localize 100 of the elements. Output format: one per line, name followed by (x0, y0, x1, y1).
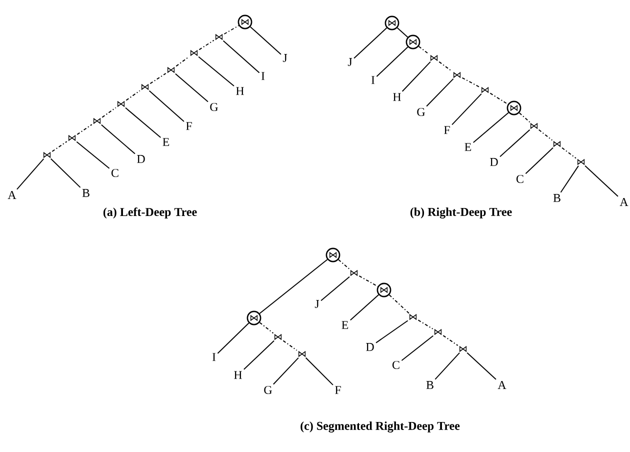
circled-join-node: ⋈ (506, 100, 522, 116)
relation-label: D (490, 158, 498, 166)
join-symbol: ⋈ (167, 66, 175, 74)
tree-edge (243, 340, 274, 370)
tree-edge (102, 107, 116, 118)
tree-edge (525, 147, 554, 174)
tree-edge (338, 259, 350, 270)
tree-edge (217, 322, 250, 354)
relation-label: A (498, 381, 506, 389)
tree-edge (250, 26, 282, 55)
relation-label: A (8, 191, 16, 199)
tree-edge (434, 352, 460, 380)
relation-label: B (553, 194, 560, 202)
tree-edge (500, 129, 530, 158)
tree-edge (466, 352, 496, 380)
tree-edge (198, 40, 214, 50)
join-symbol: ⋈ (553, 140, 561, 148)
join-symbol: ⋈ (68, 134, 76, 142)
join-symbol: ⋈ (453, 72, 461, 78)
relation-label: G (417, 108, 425, 116)
relation-label: C (392, 360, 400, 370)
relation-label: E (162, 138, 170, 146)
join-symbol: ⋈ (430, 54, 438, 62)
join-symbol: ⋈ (577, 158, 585, 166)
tree-edge (126, 90, 140, 101)
join-symbol: ⋈ (298, 350, 306, 358)
relation-label: D (137, 155, 145, 163)
circled-join-node: ⋈ (246, 310, 262, 326)
circled-join-node: ⋈ (384, 16, 400, 30)
tree-edge (150, 72, 166, 84)
tree-edge (426, 78, 454, 107)
join-symbol: ⋈ (190, 50, 198, 56)
relation-label: H (393, 93, 401, 101)
tree-edge (354, 27, 388, 59)
circled-join-node: ⋈ (376, 282, 392, 298)
tree-edge (452, 93, 482, 126)
tree-edge (388, 294, 410, 314)
tree-edge (538, 129, 553, 141)
join-symbol: ⋈ (459, 346, 467, 352)
tree-edge (358, 275, 378, 287)
tree-edge (418, 46, 430, 55)
relation-label: F (186, 122, 192, 130)
tree-edge (584, 165, 618, 197)
relation-label: G (264, 386, 272, 394)
relation-label: I (371, 76, 375, 84)
relation-label: J (282, 54, 288, 62)
circled-join-node: ⋈ (406, 34, 420, 50)
relation-label: H (234, 371, 242, 379)
circled-join-node: ⋈ (326, 248, 340, 262)
tree-edge (472, 112, 509, 143)
tree-edge (438, 61, 452, 72)
tree-edge (222, 40, 260, 74)
relation-label: D (366, 343, 374, 351)
tree-edge (259, 258, 328, 314)
tree-edge (198, 56, 234, 87)
join-symbol: ⋈ (43, 152, 51, 158)
tree-edge (350, 294, 380, 321)
tree-edge (376, 46, 408, 77)
relation-label: F (335, 386, 341, 394)
tree-edge (125, 107, 162, 138)
join-symbol: ⋈ (93, 118, 101, 124)
tree-edge (52, 141, 68, 152)
tree-edge (320, 276, 350, 302)
relation-label: C (516, 174, 524, 184)
relation-label: I (261, 72, 265, 80)
join-symbol: ⋈ (274, 334, 282, 340)
tree-edge (490, 92, 508, 105)
join-symbol: ⋈ (141, 84, 149, 90)
relation-label: G (210, 102, 218, 112)
relation-label: I (212, 353, 216, 361)
tree-edge (376, 320, 408, 344)
relation-label: E (464, 143, 472, 151)
tree-edge (396, 27, 408, 38)
tree-edge (442, 335, 458, 346)
join-symbol: ⋈ (117, 100, 125, 108)
caption: (a) Left-Deep Tree (103, 208, 197, 218)
tree-edge (76, 124, 92, 135)
relation-label: B (426, 381, 434, 389)
relation-label: C (112, 168, 118, 178)
relation-label: B (82, 189, 90, 197)
tree-edge (148, 90, 184, 122)
tree-edge (174, 73, 208, 102)
tree-edge (50, 158, 81, 188)
tree-edge (560, 165, 579, 193)
tree-edge (176, 56, 190, 67)
join-symbol: ⋈ (481, 86, 489, 94)
relation-label: F (444, 126, 450, 134)
tree-edge (402, 61, 431, 92)
tree-edge (518, 112, 530, 123)
relation-label: A (620, 198, 628, 206)
join-symbol: ⋈ (530, 122, 538, 130)
join-symbol: ⋈ (215, 34, 223, 40)
tree-edge (305, 357, 334, 386)
tree-edge (272, 357, 299, 385)
relation-label: J (314, 300, 320, 308)
tree-edge (401, 335, 434, 361)
circled-join-node: ⋈ (238, 14, 252, 30)
caption: (c) Segmented Right-Deep Tree (300, 422, 460, 432)
relation-label: H (236, 87, 244, 95)
tree-edge (16, 158, 44, 190)
